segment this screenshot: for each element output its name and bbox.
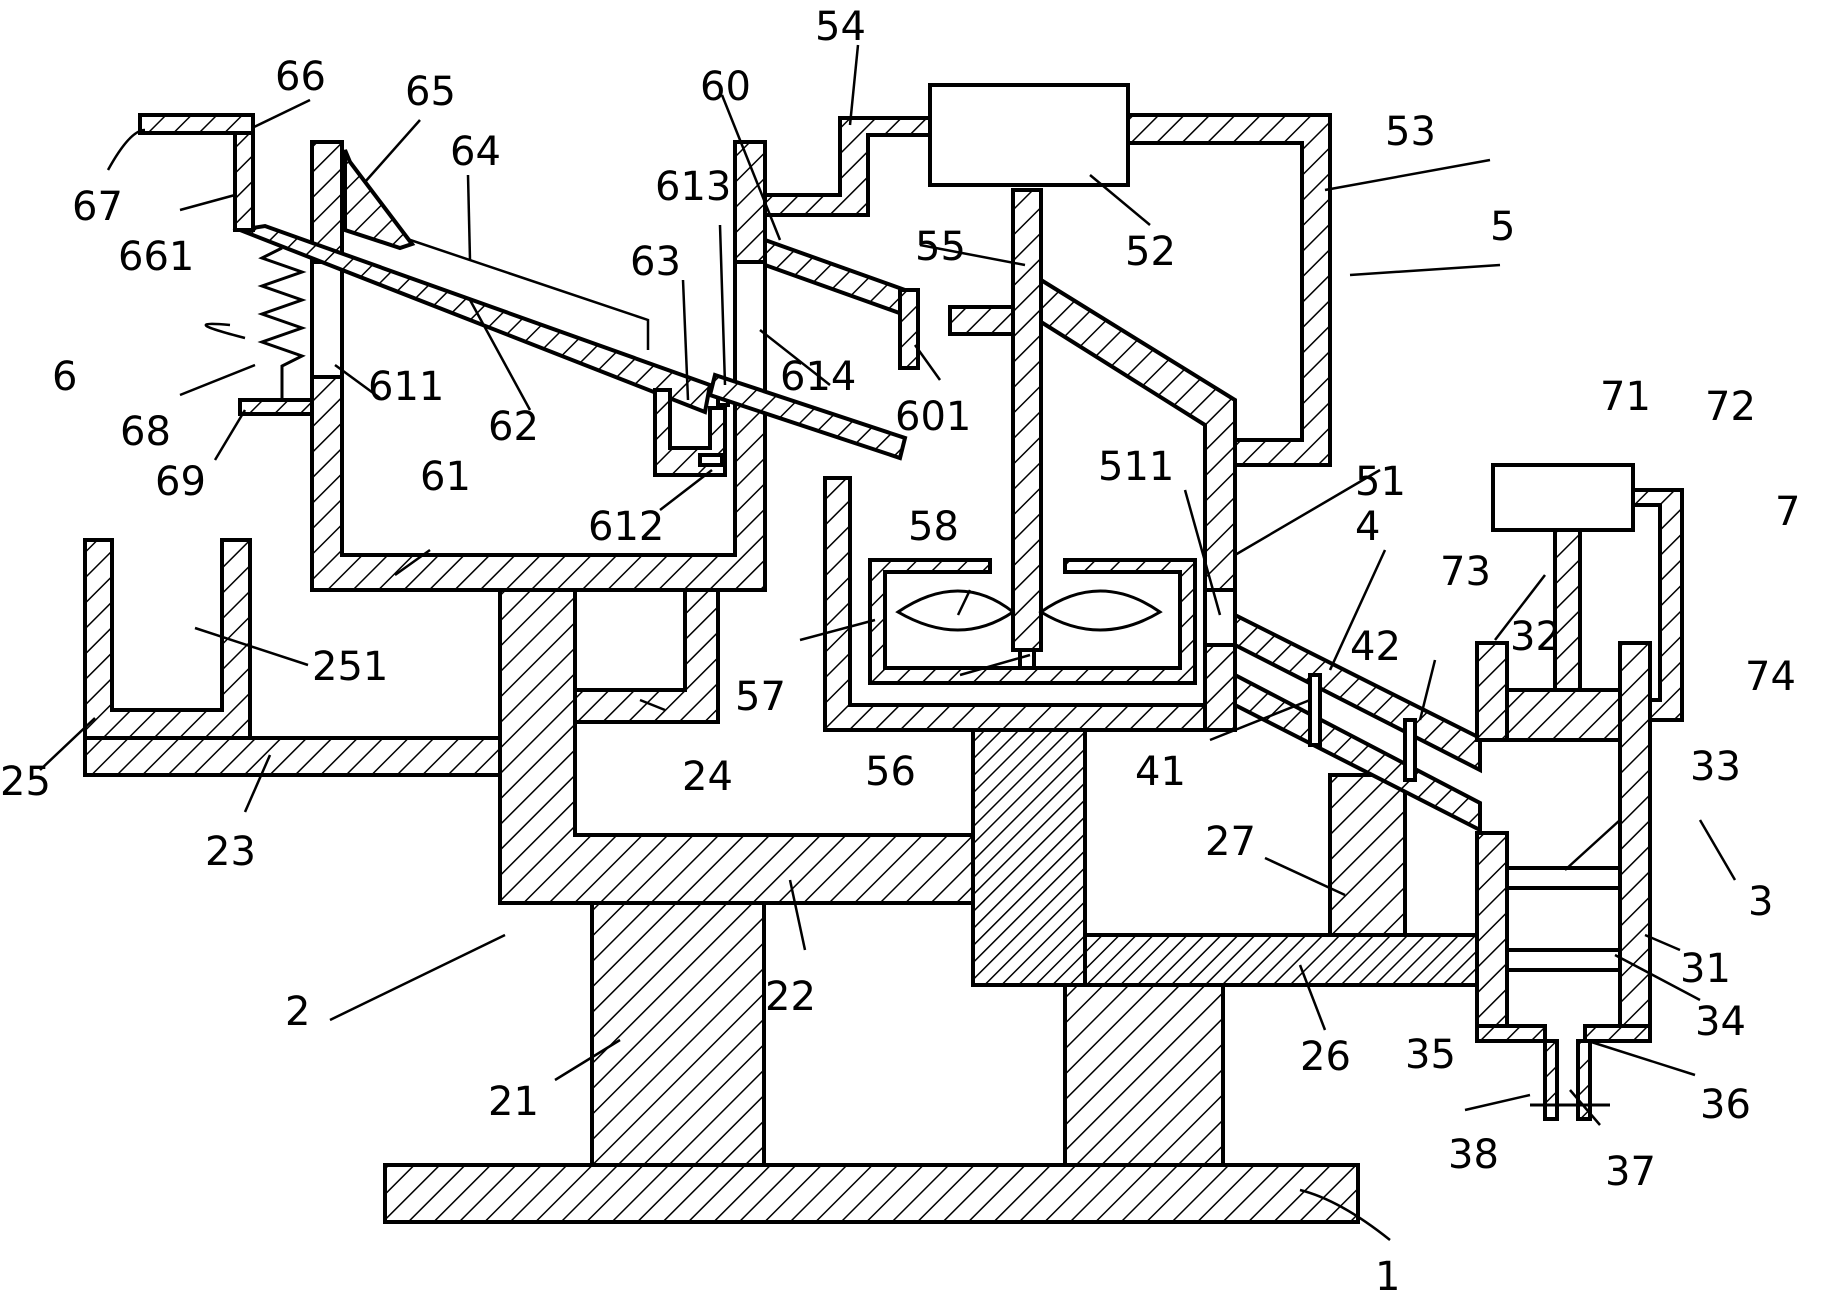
label-36: 36 (1700, 1082, 1751, 1128)
top-drive (1491, 463, 1684, 722)
sieve-box (138, 113, 908, 592)
label-60: 60 (700, 64, 751, 110)
label-64: 64 (450, 129, 501, 175)
label-2: 2 (285, 989, 310, 1035)
label-26: 26 (1300, 1034, 1351, 1080)
label-66: 66 (275, 54, 326, 100)
label-72: 72 (1705, 384, 1756, 430)
motor-box (928, 83, 1130, 187)
label-511: 511 (1098, 444, 1174, 490)
label-35: 35 (1405, 1032, 1456, 1078)
label-51: 51 (1355, 459, 1406, 505)
label-34: 34 (1695, 999, 1746, 1045)
label-52: 52 (1125, 229, 1176, 275)
press-cylinder (1475, 641, 1652, 1121)
label-251: 251 (312, 644, 388, 690)
mixer-housing (763, 83, 1332, 732)
label-62: 62 (488, 404, 539, 450)
base-plate (383, 1163, 1360, 1224)
label-614: 614 (780, 354, 856, 400)
label-61: 61 (420, 454, 471, 500)
label-63: 63 (630, 239, 681, 285)
label-32: 32 (1510, 614, 1561, 660)
label-23: 23 (205, 829, 256, 875)
label-1: 1 (1375, 1254, 1400, 1300)
label-58: 58 (908, 504, 959, 550)
label-25: 25 (0, 759, 51, 805)
label-68: 68 (120, 409, 171, 455)
label-56: 56 (865, 749, 916, 795)
label-71: 71 (1600, 374, 1651, 420)
frame-assembly (83, 538, 1479, 1167)
label-5: 5 (1490, 204, 1515, 250)
label-74: 74 (1745, 654, 1796, 700)
label-21: 21 (488, 1079, 539, 1125)
label-601: 601 (895, 394, 971, 440)
label-661: 661 (118, 234, 194, 280)
label-4: 4 (1355, 504, 1380, 550)
label-57: 57 (735, 674, 786, 720)
label-24: 24 (682, 754, 733, 800)
drive-motor-box (1491, 463, 1635, 532)
part-labels: 1 2 21 22 23 24 25 251 26 27 3 31 32 33 … (0, 4, 1800, 1300)
label-53: 53 (1385, 109, 1436, 155)
leader-lines (39, 44, 1737, 1241)
label-65: 65 (405, 69, 456, 115)
label-611: 611 (368, 364, 444, 410)
label-7: 7 (1775, 489, 1800, 535)
inclined-chute (1233, 611, 1482, 834)
label-27: 27 (1205, 819, 1256, 865)
label-613: 613 (655, 164, 731, 210)
label-6: 6 (52, 354, 77, 400)
label-612: 612 (588, 504, 664, 550)
label-33: 33 (1690, 744, 1741, 790)
label-3: 3 (1748, 879, 1773, 925)
label-37: 37 (1605, 1149, 1656, 1195)
label-69: 69 (155, 459, 206, 505)
label-67: 67 (72, 184, 123, 230)
label-38: 38 (1448, 1132, 1499, 1178)
label-42: 42 (1350, 624, 1401, 670)
label-73: 73 (1440, 549, 1491, 595)
label-22: 22 (765, 974, 816, 1020)
label-55: 55 (915, 224, 966, 270)
label-41: 41 (1135, 749, 1186, 795)
label-54: 54 (815, 4, 866, 50)
label-31: 31 (1680, 946, 1731, 992)
